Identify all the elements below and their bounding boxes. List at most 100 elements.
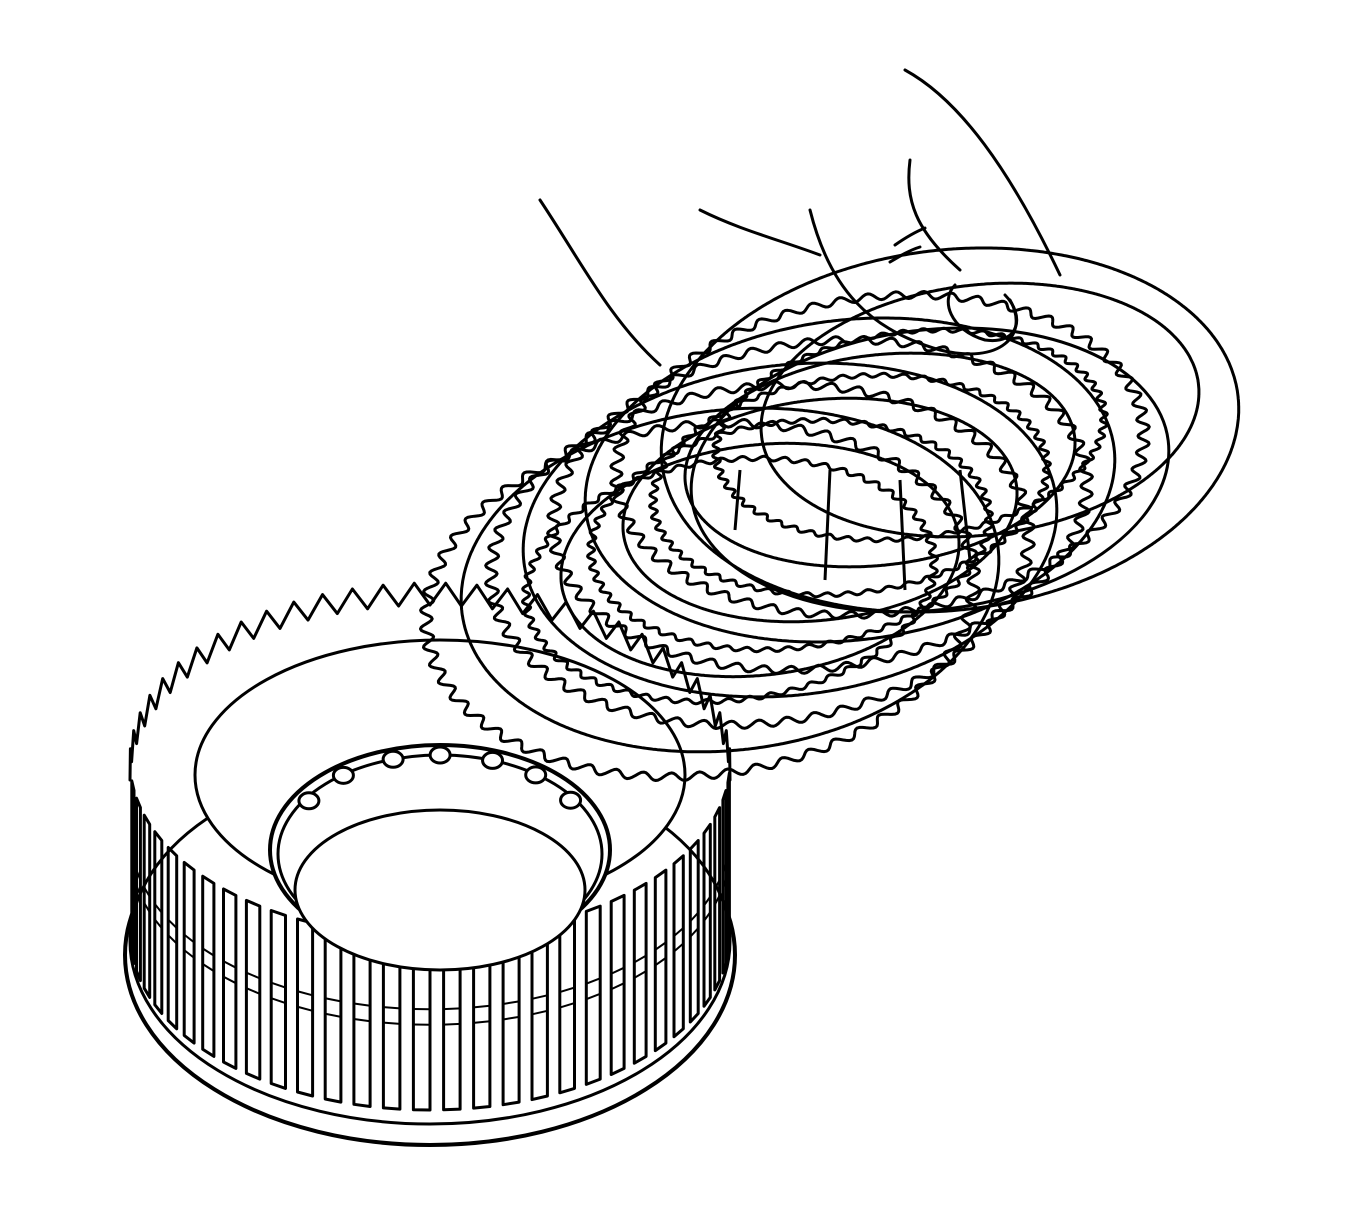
hub-spline-tooth — [702, 822, 712, 1008]
steel-plate — [659, 246, 1241, 614]
plate-inner-edge — [683, 351, 1077, 569]
hub-spline-tooth — [721, 789, 728, 975]
hand-outline — [903, 68, 1062, 277]
hub-groove-line — [713, 894, 721, 906]
plate-inner-edge — [759, 281, 1201, 539]
plate-bore-line — [898, 479, 907, 591]
hand-outline — [907, 158, 962, 272]
steel-plate — [521, 361, 1059, 699]
hub-groove-line — [610, 982, 625, 991]
hub-groove-line — [689, 912, 699, 922]
hub-groove-line — [726, 845, 731, 856]
hub-groove-line — [559, 1002, 575, 1009]
hub-groove-line — [713, 879, 721, 890]
plate-inner-edge — [648, 371, 1052, 599]
hand-outline — [698, 208, 822, 257]
hub-spline-tooth — [166, 846, 179, 1031]
top-plate-bore — [689, 326, 1171, 614]
plate-bore-line — [958, 469, 972, 561]
hub-groove-line — [223, 960, 237, 969]
hub-groove-line — [531, 1009, 548, 1016]
plate-inner-edge — [621, 396, 1019, 624]
hub-groove-line — [246, 987, 261, 995]
hub-groove-line — [143, 886, 151, 898]
hub-groove-line — [246, 971, 261, 980]
hub-groove-line — [721, 877, 727, 889]
hub-spline-tooth — [130, 779, 136, 965]
hub-spline-tooth — [201, 874, 216, 1058]
hub-groove-line — [531, 994, 548, 1000]
steel-plate — [459, 406, 1001, 754]
hub-groove-line — [703, 911, 712, 922]
plate-inner-edge — [711, 326, 1109, 544]
hub-groove-line — [353, 1002, 371, 1007]
hub-oil-hole — [524, 765, 548, 785]
hub-spline-tooth — [584, 904, 602, 1086]
hub-groove-line — [353, 1018, 371, 1023]
hub-groove-line — [270, 997, 286, 1005]
hub-spline-tooth — [222, 887, 238, 1070]
hub-spline-tooth — [269, 909, 287, 1090]
plate-bore-line — [733, 469, 742, 531]
hub-spline-tooth — [726, 771, 731, 958]
hub-groove-line — [703, 896, 712, 907]
hub-groove-line — [183, 949, 195, 959]
hub-groove-line — [130, 868, 135, 879]
hub-groove-line — [135, 885, 142, 896]
hub-oil-hole — [481, 750, 505, 770]
hub-oil-hole — [559, 790, 583, 810]
hub-groove-line — [654, 941, 667, 951]
hub-groove-line — [223, 975, 237, 985]
hand-outline — [538, 198, 662, 367]
hub-groove-line — [167, 918, 178, 929]
friction-plate — [484, 380, 1036, 730]
friction-plate — [419, 418, 981, 782]
hub-spline-tooth — [296, 917, 315, 1098]
plate-inner-edge — [521, 454, 939, 706]
clutch-hub — [123, 581, 737, 1147]
hub-groove-line — [270, 981, 286, 989]
hub-bore — [293, 808, 587, 972]
hub-spline-tooth — [688, 839, 700, 1024]
hub-groove-line — [143, 902, 151, 913]
hub-groove-line — [585, 977, 601, 985]
hub-groove-line — [473, 1004, 491, 1009]
hub-groove-line — [585, 992, 601, 1001]
hub-groove-line — [154, 903, 163, 914]
hub-spline-tooth — [632, 881, 648, 1065]
hub-groove-line — [324, 1012, 342, 1018]
hub-groove-line — [633, 954, 647, 964]
hub-oil-hole — [331, 765, 355, 785]
hub-groove-line — [502, 1000, 520, 1005]
hub-groove-line — [183, 933, 195, 944]
hub-spline-tooth — [713, 806, 722, 992]
hub-spline-tooth — [672, 854, 685, 1039]
hub-groove-line — [689, 927, 699, 938]
hub-groove-line — [324, 997, 342, 1003]
hand — [538, 68, 1062, 367]
hub-groove-line — [135, 870, 142, 881]
friction-plate — [609, 290, 1151, 620]
hub-spline-tooth — [244, 898, 262, 1081]
hub-groove-line — [473, 1020, 491, 1024]
hub-oil-hole — [428, 745, 452, 765]
hub-spline-tooth — [182, 860, 196, 1045]
hub-oil-hole — [381, 749, 405, 769]
hub-groove-line — [721, 862, 727, 873]
hub-groove-line — [202, 963, 215, 972]
hub-spline-tooth — [609, 893, 626, 1076]
hub-spline-tooth — [653, 868, 668, 1053]
hub-groove-line — [610, 966, 625, 975]
hub-groove-line — [297, 990, 313, 997]
plate-bore-line — [823, 469, 832, 581]
hub-groove-line — [443, 1022, 461, 1026]
hub-groove-line — [633, 970, 647, 979]
hand-outline — [893, 226, 927, 247]
hub-spline-tooth — [142, 813, 152, 999]
plate-inner-edge — [559, 441, 961, 679]
hub-groove-line — [443, 1007, 461, 1011]
hand-outline — [888, 245, 922, 264]
hub-groove-line — [297, 1005, 313, 1012]
hub-groove-line — [383, 1021, 400, 1025]
